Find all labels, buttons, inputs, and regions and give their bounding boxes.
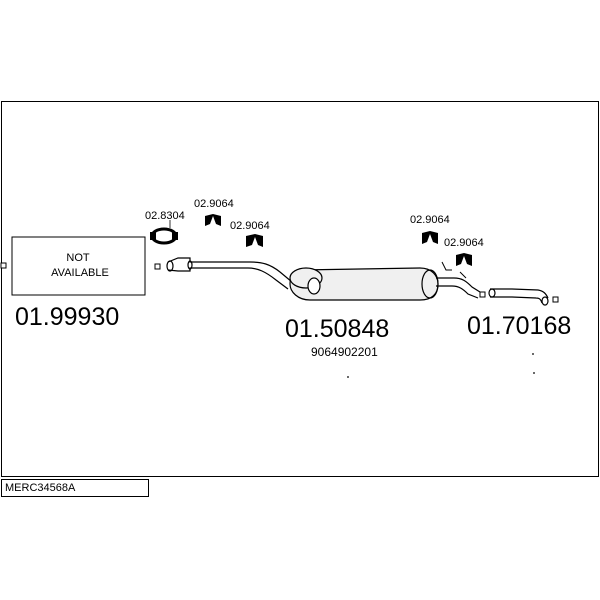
hanger-label-1: 02.9064 [194,198,234,210]
diagram-code: MERC34568A [5,482,76,494]
hanger-part-4: 02.9064 [444,237,484,266]
not-available-line1: NOT [66,252,90,264]
pipe-hanger-brackets [441,261,467,279]
dot-marker-2 [532,353,534,355]
hanger-part-1: 02.9064 [194,198,234,226]
connector-marker-1 [154,263,161,270]
hanger-label-4: 02.9064 [444,237,484,249]
connector-marker-3 [552,296,559,303]
hanger-part-3: 02.9064 [410,214,450,244]
diagram-frame [1,101,599,477]
oe-number-center-silencer: 9064902201 [311,345,378,359]
front-pipe [166,257,293,290]
hanger-part-2: 02.9064 [230,220,270,247]
center-silencer [289,267,439,301]
hanger-label-3: 02.9064 [410,214,450,226]
rear-connecting-pipe [436,277,481,299]
clamp-label: 02.8304 [145,210,185,222]
clamp-part: 02.8304 [145,210,185,245]
connector-marker-2 [479,291,486,298]
part-number-front-pipe: 01.99930 [15,303,119,331]
not-available-box: NOT AVAILABLE [11,236,146,296]
diagram-code-box: MERC34568A [1,479,149,497]
not-available-line2: AVAILABLE [51,267,109,279]
hanger-label-2: 02.9064 [230,220,270,232]
tail-pipe [488,288,549,306]
part-number-rear-pipe: 01.70168 [467,312,571,340]
dot-marker-3 [533,372,535,374]
edge-marker-left [0,262,7,269]
part-number-center-silencer: 01.50848 [285,315,389,343]
dot-marker-1 [347,376,349,378]
